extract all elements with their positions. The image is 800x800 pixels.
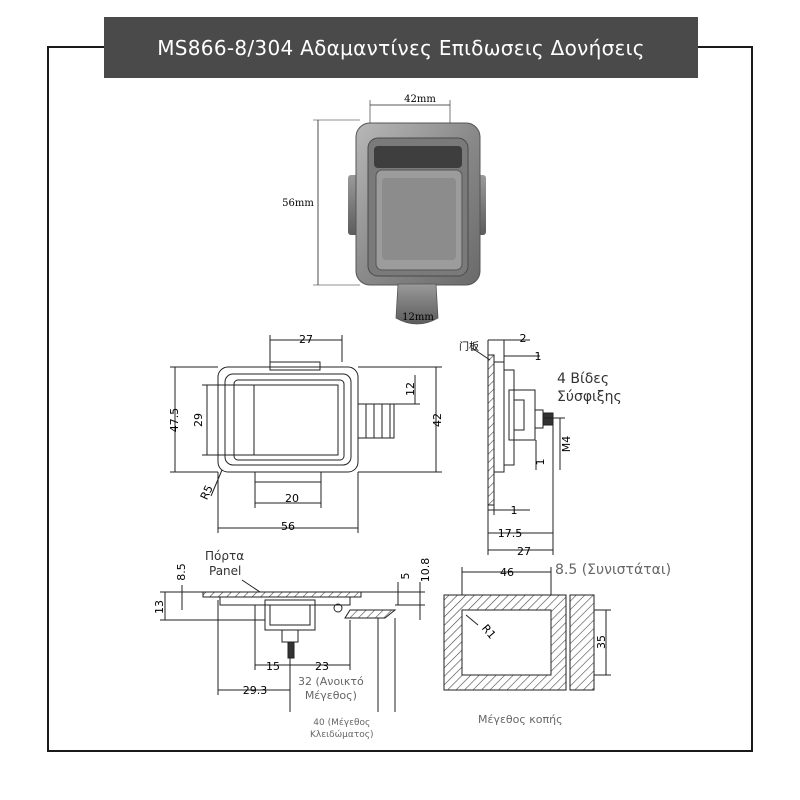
side-dim-1-right: 1	[534, 459, 547, 466]
product-photo	[313, 100, 486, 325]
cutout-view	[443, 567, 611, 691]
section-dim-15: 15	[266, 660, 280, 673]
photo-width-label: 42mm	[404, 94, 436, 105]
side-view	[471, 339, 565, 555]
cutout-caption: Μέγεθος κοπής	[478, 713, 563, 726]
door-panel-line2: Panel	[209, 564, 242, 578]
front-dim-top: 27	[299, 333, 313, 346]
front-dim-bottom-inner: 20	[285, 492, 299, 505]
page-title: MS866-8/304 Αδαμαντίνες Επιδωσεις Δονήσε…	[104, 17, 698, 78]
lock-size-line1: 40 (Μέγεθος	[313, 718, 371, 728]
front-dim-left-outer: 47.5	[168, 408, 181, 433]
lock-size-label: 40 (Μέγεθος Κλειδώματος)	[310, 717, 374, 741]
section-dim-8-5: 8.5	[175, 563, 188, 581]
front-dim-bottom-outer: 56	[281, 520, 295, 533]
side-dim-17-5: 17.5	[498, 527, 523, 540]
section-dim-13: 13	[153, 600, 166, 614]
section-dim-23: 23	[315, 660, 329, 673]
open-size-line1: 32 (Ανοικτό	[298, 675, 364, 688]
side-dim-2: 2	[520, 332, 527, 345]
cutout-dim-46: 46	[500, 566, 514, 579]
section-view	[160, 579, 425, 712]
door-panel-line1: Πόρτα	[205, 549, 245, 563]
photo-tab-label: 12mm	[402, 312, 434, 323]
section-dim-29-3: 29.3	[243, 684, 268, 697]
side-dim-27: 27	[517, 545, 531, 558]
screws-note: 4 Βίδες Σύσφιξης	[557, 370, 622, 406]
cutout-radius: R1	[479, 622, 498, 642]
photo-height-label: 56mm	[282, 198, 314, 209]
side-panel-label: 门板	[459, 340, 479, 353]
side-dim-1-bottom: 1	[511, 504, 518, 517]
open-size-label: 32 (Ανοικτό Μέγεθος)	[298, 675, 364, 703]
door-panel-label: Πόρτα Panel	[205, 549, 244, 579]
screws-note-line1: 4 Βίδες	[557, 371, 610, 387]
side-dim-1-top: 1	[535, 350, 542, 363]
front-view	[170, 335, 442, 533]
lock-size-line2: Κλειδώματος)	[310, 730, 374, 740]
front-dim-right-inner: 12	[404, 382, 417, 396]
section-dim-10-8: 10.8	[419, 558, 432, 583]
side-thread: M4	[560, 436, 573, 453]
front-dim-left-inner: 29	[192, 413, 205, 427]
cutout-dim-35: 35	[595, 635, 608, 649]
cutout-recommended: 8.5 (Συνιστάται)	[555, 562, 672, 578]
front-dim-right-outer: 42	[431, 413, 444, 427]
front-radius: R5	[198, 483, 216, 502]
section-dim-5: 5	[399, 573, 412, 580]
open-size-line2: Μέγεθος)	[304, 689, 357, 702]
screws-note-line2: Σύσφιξης	[557, 389, 622, 405]
